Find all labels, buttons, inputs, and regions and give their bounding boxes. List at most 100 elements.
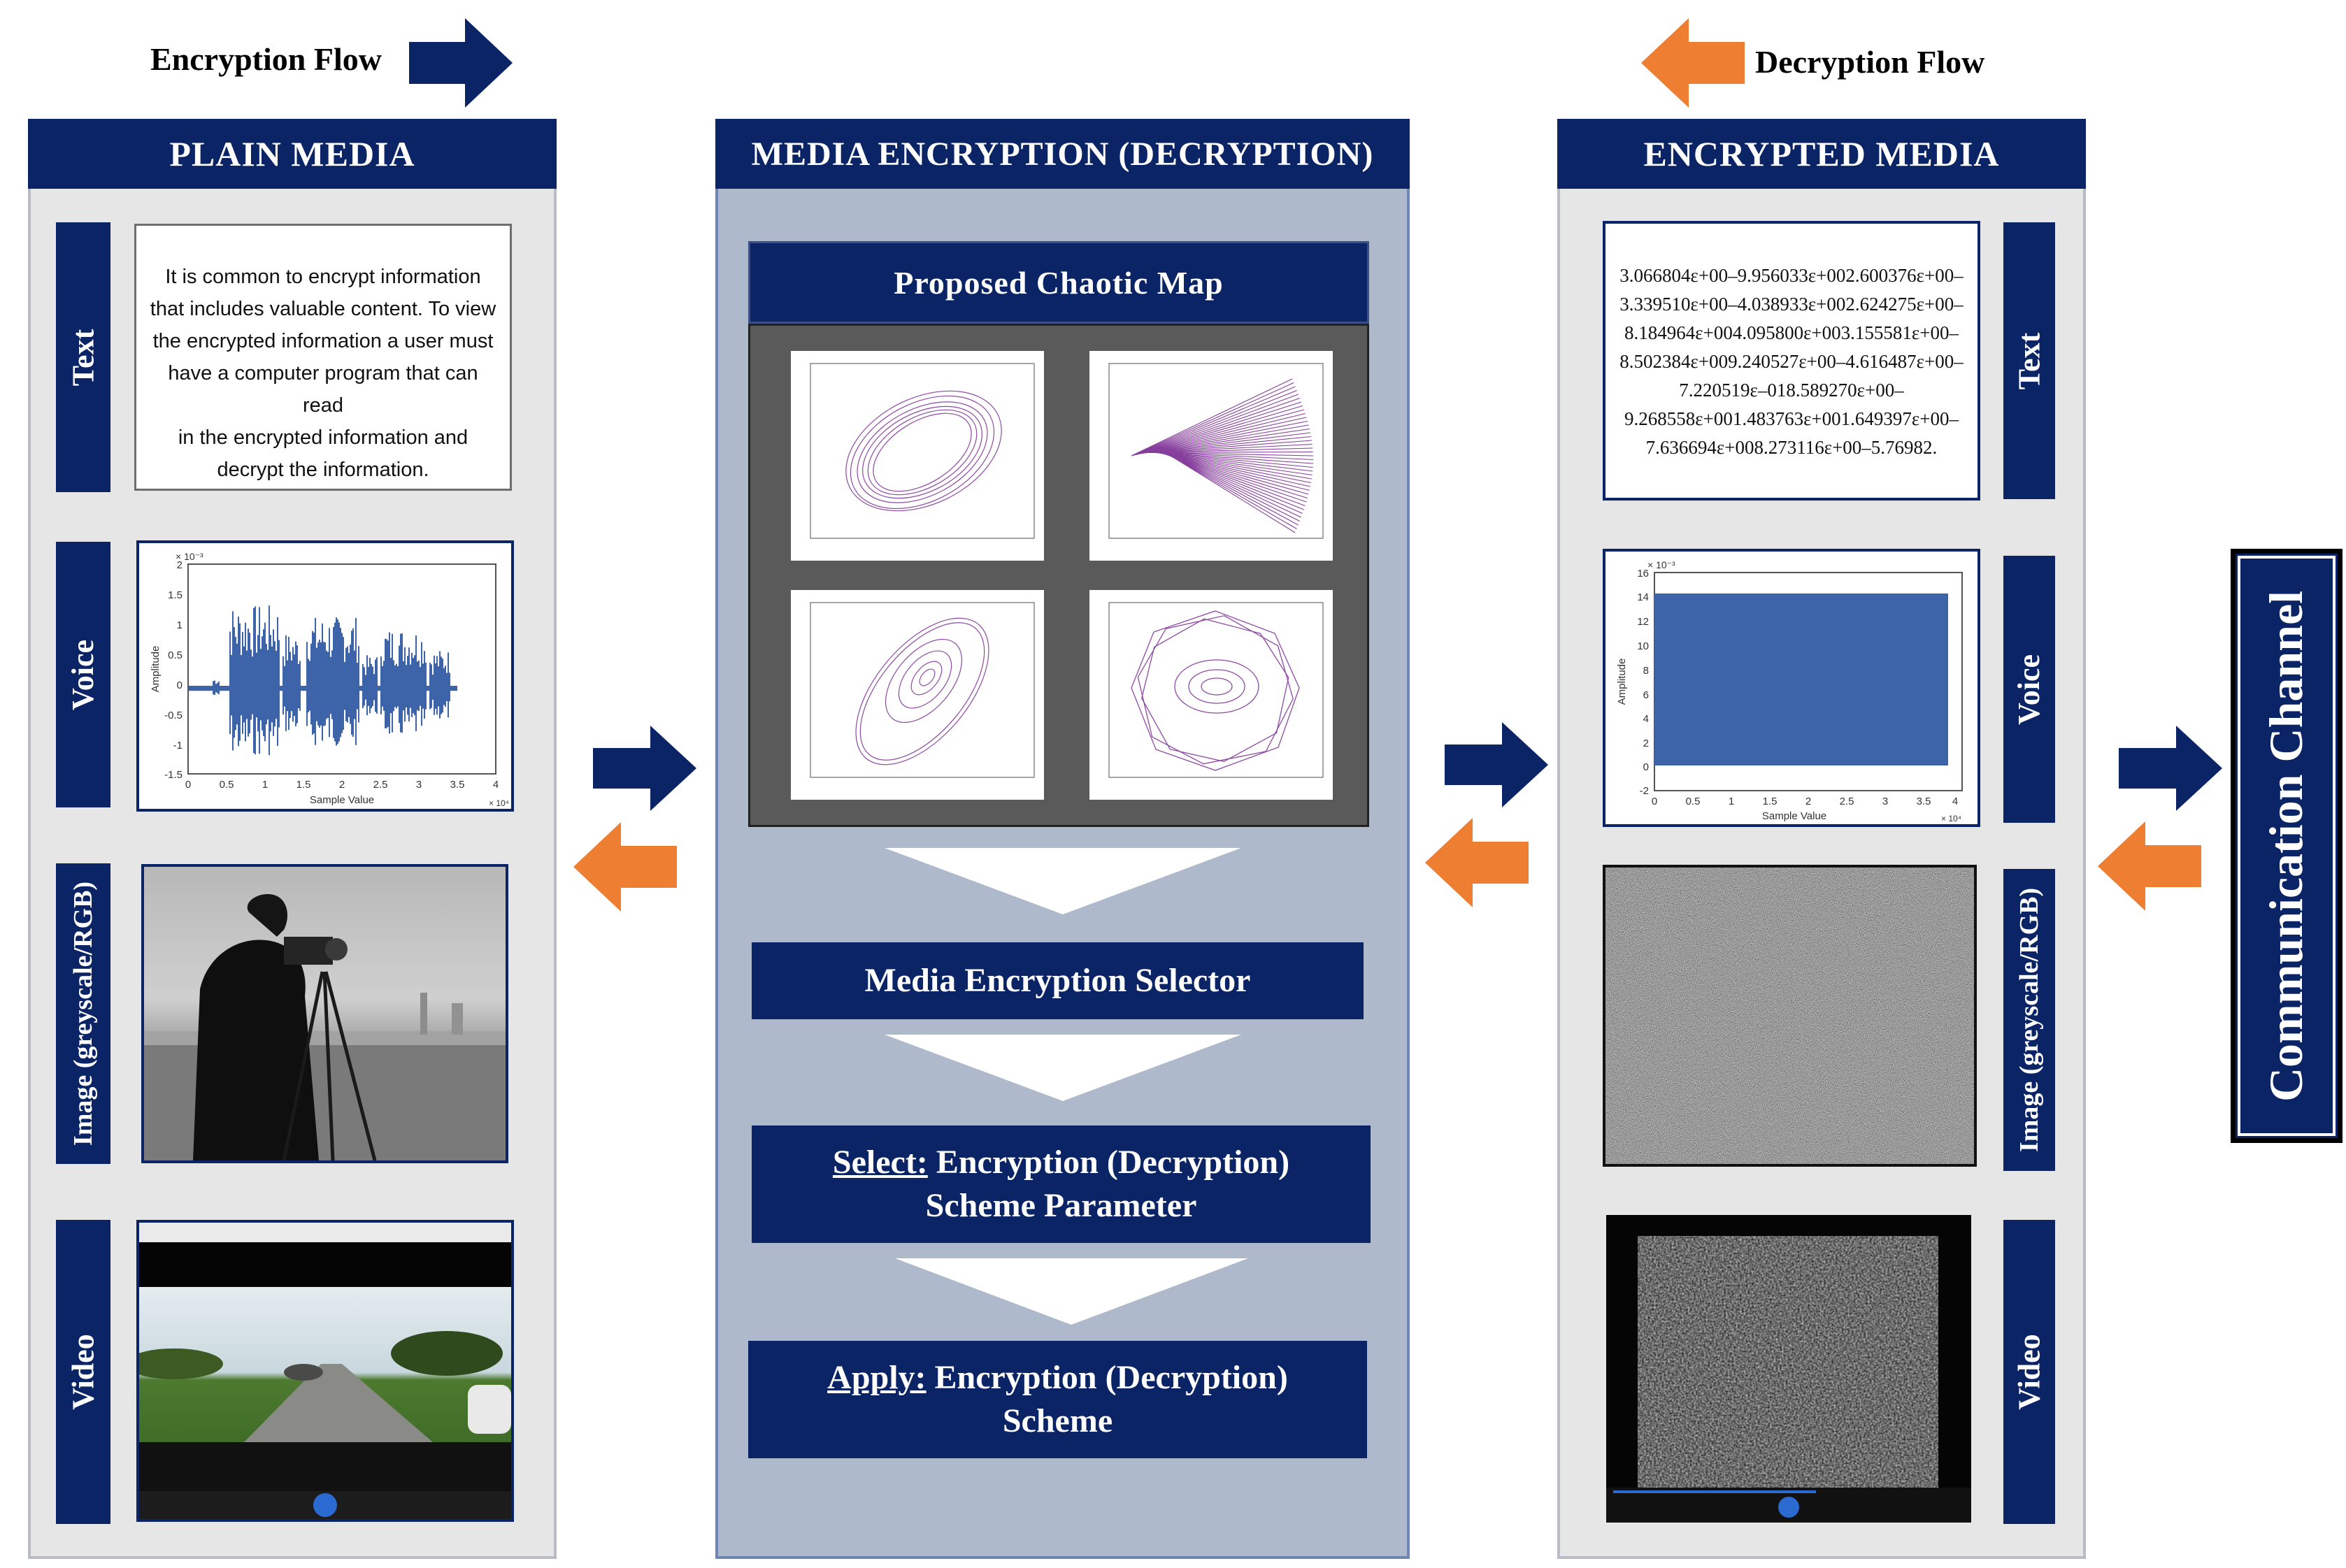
channel-arrow-right-icon <box>2119 726 2222 811</box>
x-tick: 0 <box>1652 796 1657 807</box>
fan-line <box>1138 417 1307 455</box>
encrypted-voice-fill <box>1654 594 1948 765</box>
y-tick: -1 <box>173 740 183 751</box>
down-chevron-icon <box>895 1258 1248 1325</box>
plain-voice-x-exponent: × 10⁴ <box>489 798 509 808</box>
fan-line <box>1133 394 1299 456</box>
y-tick: 6 <box>1643 689 1649 701</box>
plain-image-cameraman <box>141 864 508 1163</box>
cipher-line: 3.339510ε+00–4.038933ε+002.624275ε+00– <box>1619 294 1964 315</box>
fan-line <box>1140 432 1311 454</box>
y-tick: 1 <box>177 619 183 631</box>
y-tick: 0.5 <box>168 649 183 661</box>
fan-line <box>1143 443 1313 454</box>
plain-voice-xlabel: Sample Value <box>310 794 374 806</box>
y-tick: 2 <box>177 559 183 571</box>
apply-text-line2: Scheme <box>1002 1402 1113 1439</box>
encrypted-image-label: Image (greyscale/RGB) <box>2003 869 2055 1171</box>
chaotic-map-title: Proposed Chaotic Map <box>748 241 1369 324</box>
x-tick: 0.5 <box>1686 796 1701 807</box>
x-tick: 0.5 <box>220 779 234 791</box>
encryption-flow-label: Encryption Flow <box>150 41 382 77</box>
y-tick: -2 <box>1640 785 1649 797</box>
fan-line <box>1133 389 1297 456</box>
chaotic-plot-2 <box>1089 351 1333 561</box>
y-tick: -0.5 <box>164 710 183 721</box>
encrypt-arrow-right-icon <box>1445 722 1548 807</box>
y-tick: 8 <box>1643 665 1649 677</box>
plain-text-line: in the encrypted information and <box>178 426 469 449</box>
y-tick: 14 <box>1637 591 1649 603</box>
x-tick: 1 <box>1729 796 1734 807</box>
down-chevron-icon <box>885 1035 1241 1101</box>
encrypted-voice-label: Voice <box>2003 556 2055 823</box>
encrypted-voice-xlabel: Sample Value <box>1762 810 1826 822</box>
x-tick: 3.5 <box>450 779 465 791</box>
plain-voice-waveform <box>189 605 457 756</box>
fan-line <box>1136 405 1303 455</box>
encrypted-voice-exponent: × 10⁻³ <box>1647 559 1675 570</box>
fan-line <box>1144 451 1313 453</box>
plain-text-line: the encrypted information a user must <box>152 330 494 352</box>
encrypt-arrow-right-icon <box>593 726 696 811</box>
cipher-line: 7.636694ε+008.273116ε+00–5.76982. <box>1645 437 1938 458</box>
plain-text-line: that includes valuable content. To view <box>150 298 496 320</box>
decryption-flow-arrow-icon <box>1641 18 1745 108</box>
select-scheme-parameter: Select: Encryption (Decryption) Scheme P… <box>752 1125 1371 1243</box>
fan-line <box>1145 452 1313 456</box>
fan-line <box>1148 451 1313 476</box>
chaotic-plot-3 <box>791 590 1044 800</box>
encrypted-video-label: Video <box>2003 1220 2055 1524</box>
x-tick: 1.5 <box>1763 796 1778 807</box>
fan-line <box>1147 451 1313 472</box>
y-tick: -1.5 <box>164 769 183 781</box>
y-tick: 4 <box>1643 713 1649 725</box>
fan-line <box>1131 378 1293 456</box>
encrypted-media-header: ENCRYPTED MEDIA <box>1557 119 2086 189</box>
apply-scheme: Apply: Encryption (Decryption) Scheme <box>748 1341 1367 1458</box>
plain-text-line: It is common to encrypt information <box>165 266 481 288</box>
x-tick: 3 <box>416 779 422 791</box>
plain-text-line: have a computer program that can read <box>168 362 478 417</box>
cipher-line: 8.502384ε+009.240527ε+00–4.616487ε+00– <box>1619 351 1964 372</box>
x-tick: 0 <box>185 779 191 791</box>
encrypted-voice-ylabel: Amplitude <box>1616 659 1628 705</box>
select-text: Encryption (Decryption) <box>927 1144 1290 1181</box>
plain-video-label: Video <box>56 1220 110 1524</box>
plain-text-line: decrypt the information. <box>217 459 429 481</box>
encrypted-video-player <box>1606 1215 1971 1523</box>
y-tick: 10 <box>1637 640 1649 652</box>
plain-image-label: Image (greyscale/RGB) <box>56 863 110 1164</box>
plain-voice-exponent: × 10⁻³ <box>176 551 203 562</box>
plain-text-label: Text <box>56 222 110 492</box>
y-tick: 1.5 <box>168 589 183 601</box>
y-tick: 12 <box>1637 616 1649 628</box>
select-text-line2: Scheme Parameter <box>925 1187 1197 1224</box>
fan-line <box>1138 420 1308 454</box>
x-tick: 2.5 <box>373 779 388 791</box>
y-tick: 0 <box>177 679 183 691</box>
fan-line <box>1136 409 1305 455</box>
communication-channel: Communication Channel <box>2231 549 2343 1143</box>
communication-channel-label: Communication Channel <box>2259 590 2313 1102</box>
encrypted-voice-plot: × 10⁻³ 16 14 12 10 8 6 4 2 0 -2 0 0.5 1 … <box>1603 549 1980 827</box>
fan-line <box>1142 440 1313 454</box>
fan-line <box>1149 450 1312 480</box>
plain-media-header: PLAIN MEDIA <box>28 119 557 189</box>
cipher-line: 9.268558ε+001.483763ε+001.649397ε+00– <box>1624 408 1959 429</box>
plain-voice-label: Voice <box>56 542 110 807</box>
apply-text: Encryption (Decryption) <box>926 1359 1288 1396</box>
ciphertext-box: 3.066804ε+00–9.956033ε+002.600376ε+00– 3… <box>1603 221 1980 501</box>
fan-line <box>1143 447 1313 454</box>
cipher-line: 7.220519ε–018.589270ε+00– <box>1679 380 1904 401</box>
encrypted-text-label: Text <box>2003 222 2055 499</box>
encryption-flow-arrow-icon <box>409 18 513 108</box>
y-tick: 2 <box>1643 738 1649 749</box>
chaotic-map-plots <box>748 324 1369 827</box>
y-tick: 16 <box>1637 568 1649 580</box>
fan-line <box>1139 424 1309 454</box>
fan-line <box>1140 428 1310 454</box>
fan-line <box>1159 448 1296 533</box>
x-tick: 1.5 <box>296 779 311 791</box>
x-tick: 2 <box>339 779 345 791</box>
